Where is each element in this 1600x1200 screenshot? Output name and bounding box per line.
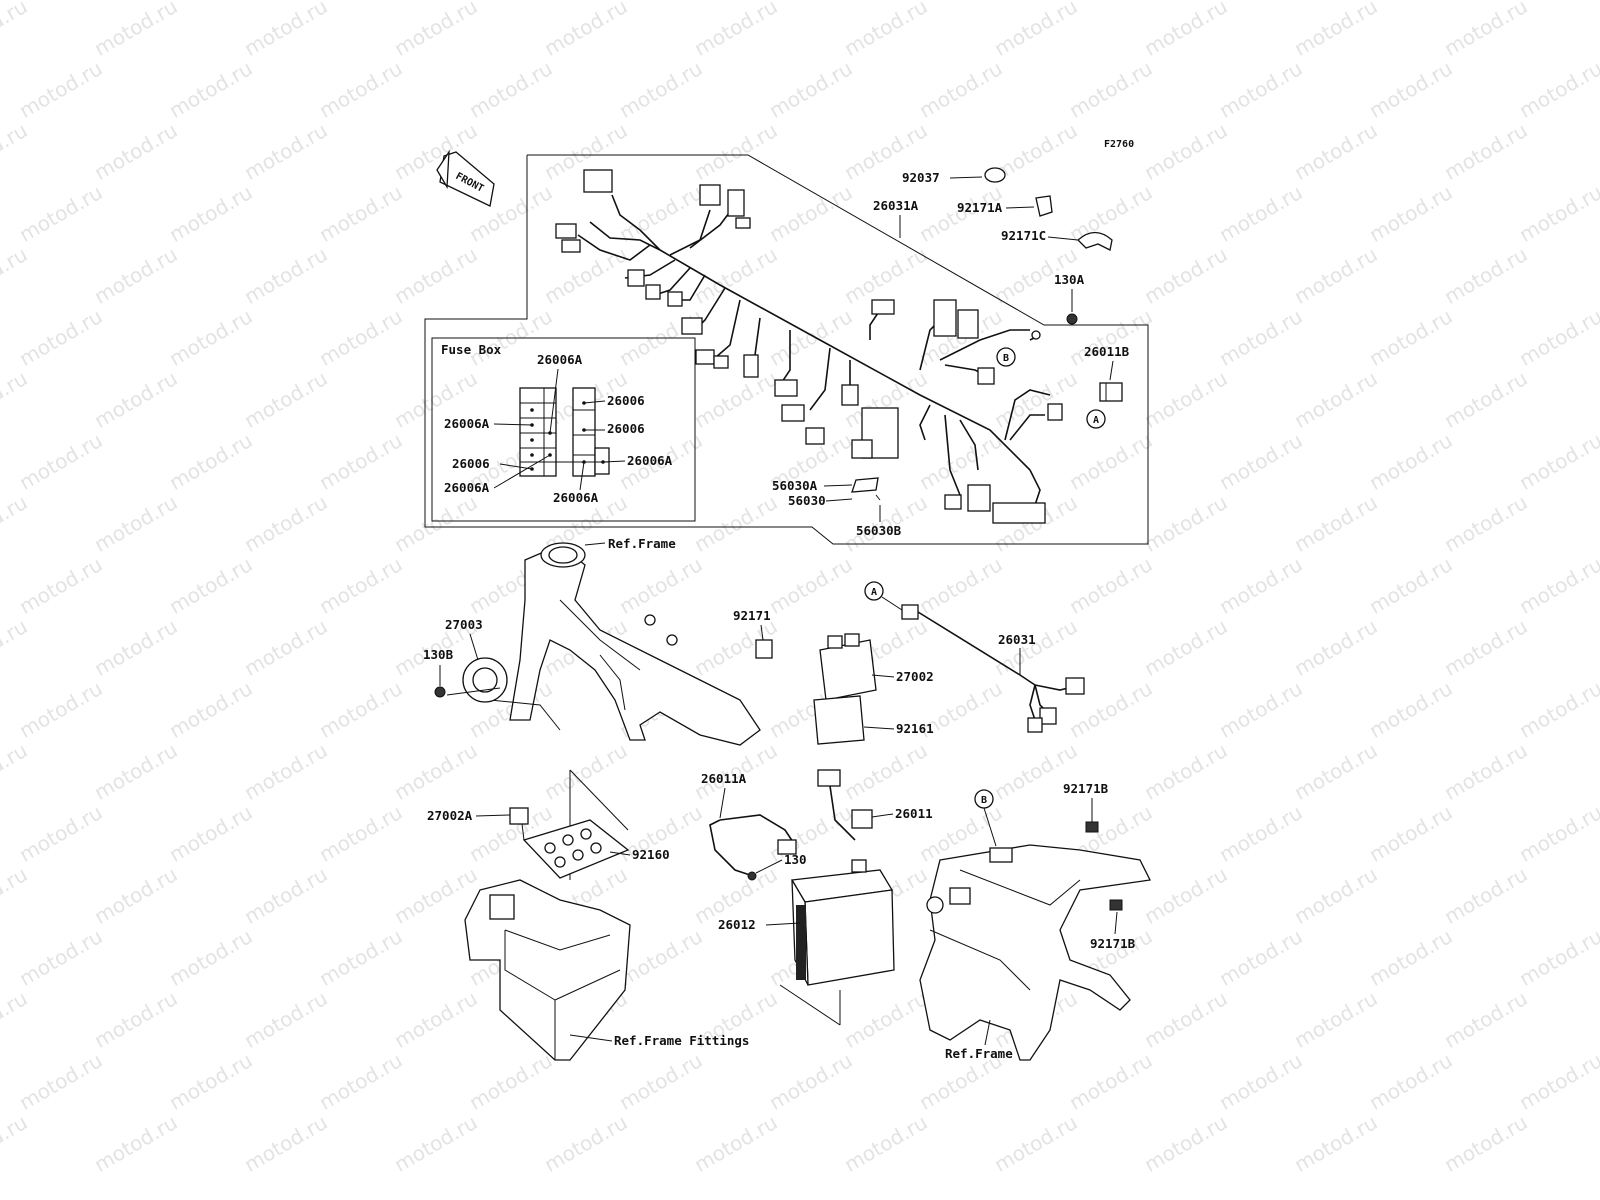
main-harness-26031a	[555, 169, 1063, 524]
part-26012-battery	[779, 859, 895, 1026]
callout-56030b: 56030B	[856, 523, 902, 538]
part-92171c	[1077, 231, 1113, 251]
bolt-130a	[1066, 313, 1078, 325]
callout-92171: 92171	[733, 608, 771, 623]
ref-frame-top-label: Ref.Frame	[608, 536, 676, 551]
part-26011a	[709, 814, 797, 876]
part-92161	[813, 695, 865, 745]
part-26011b	[1099, 382, 1123, 402]
connector-b-marker-bottom: B	[981, 795, 987, 806]
fuse-box-title: Fuse Box	[441, 342, 502, 357]
callout-92037: 92037	[902, 170, 940, 185]
frame-drawing-bottom: B	[919, 789, 1151, 1061]
bolt-130	[747, 871, 757, 881]
ref-frame-fittings-label: Ref.Frame Fittings	[614, 1033, 749, 1048]
callout-27003: 27003	[445, 617, 483, 632]
part-92171a	[1035, 195, 1053, 217]
fuse-label-1: 26006A	[537, 352, 583, 367]
svg-text:B: B	[1003, 353, 1009, 364]
fuse-label-5: 26006	[452, 456, 490, 471]
callout-26031: 26031	[998, 632, 1036, 647]
part-27002a	[509, 807, 529, 841]
callout-56030a: 56030A	[772, 478, 818, 493]
battery-case	[464, 769, 631, 1061]
connector-b-marker-top: B	[996, 347, 1016, 367]
part-56030a	[851, 477, 881, 501]
callout-26011a: 26011A	[701, 771, 747, 786]
fuse-label-6: 26006A	[627, 453, 673, 468]
callout-92161: 92161	[896, 721, 934, 736]
callout-130a: 130A	[1054, 272, 1085, 287]
part-92160	[522, 819, 630, 879]
svg-text:A: A	[1093, 415, 1099, 426]
fuse-label-4: 26006	[607, 421, 645, 436]
callout-92171b-2: 92171B	[1090, 936, 1136, 951]
callout-92171b-1: 92171B	[1063, 781, 1109, 796]
callout-92160: 92160	[632, 847, 670, 862]
callout-26012: 26012	[718, 917, 756, 932]
callout-130b: 130B	[423, 647, 454, 662]
callout-26031a: 26031A	[873, 198, 919, 213]
fuse-block-drawing	[519, 387, 610, 477]
figure-code: F2760	[1104, 139, 1134, 150]
part-27003	[446, 657, 508, 703]
ref-frame-bottom-label: Ref.Frame	[945, 1046, 1013, 1061]
fuse-label-7: 26006A	[444, 480, 490, 495]
connector-a-marker-top: A	[1086, 409, 1106, 429]
part-92171	[755, 639, 773, 659]
clip-92171b-2	[1109, 899, 1123, 911]
part-26011	[817, 769, 873, 841]
part-27002	[819, 633, 877, 701]
callout-27002a: 27002A	[427, 808, 473, 823]
bolt-130b	[434, 686, 446, 698]
frame-drawing-top	[489, 542, 761, 746]
callout-26011: 26011	[895, 806, 933, 821]
callout-92171a: 92171A	[957, 200, 1003, 215]
part-92037	[984, 167, 1006, 183]
sub-harness-26031: A	[864, 581, 1085, 733]
fuse-label-8: 26006A	[553, 490, 599, 505]
fuse-label-2: 26006	[607, 393, 645, 408]
callout-27002: 27002	[896, 669, 934, 684]
connector-a-marker-bottom: A	[871, 587, 877, 598]
front-arrow-icon: FRONT	[436, 149, 495, 207]
callout-92171c: 92171C	[1001, 228, 1046, 243]
callout-26011b: 26011B	[1084, 344, 1130, 359]
harness-group-outline	[424, 154, 1149, 545]
callout-56030: 56030	[788, 493, 826, 508]
fuse-label-3: 26006A	[444, 416, 490, 431]
clip-92171b-1	[1085, 821, 1099, 833]
fuse-box-panel	[431, 337, 696, 522]
callout-130: 130	[784, 852, 807, 867]
